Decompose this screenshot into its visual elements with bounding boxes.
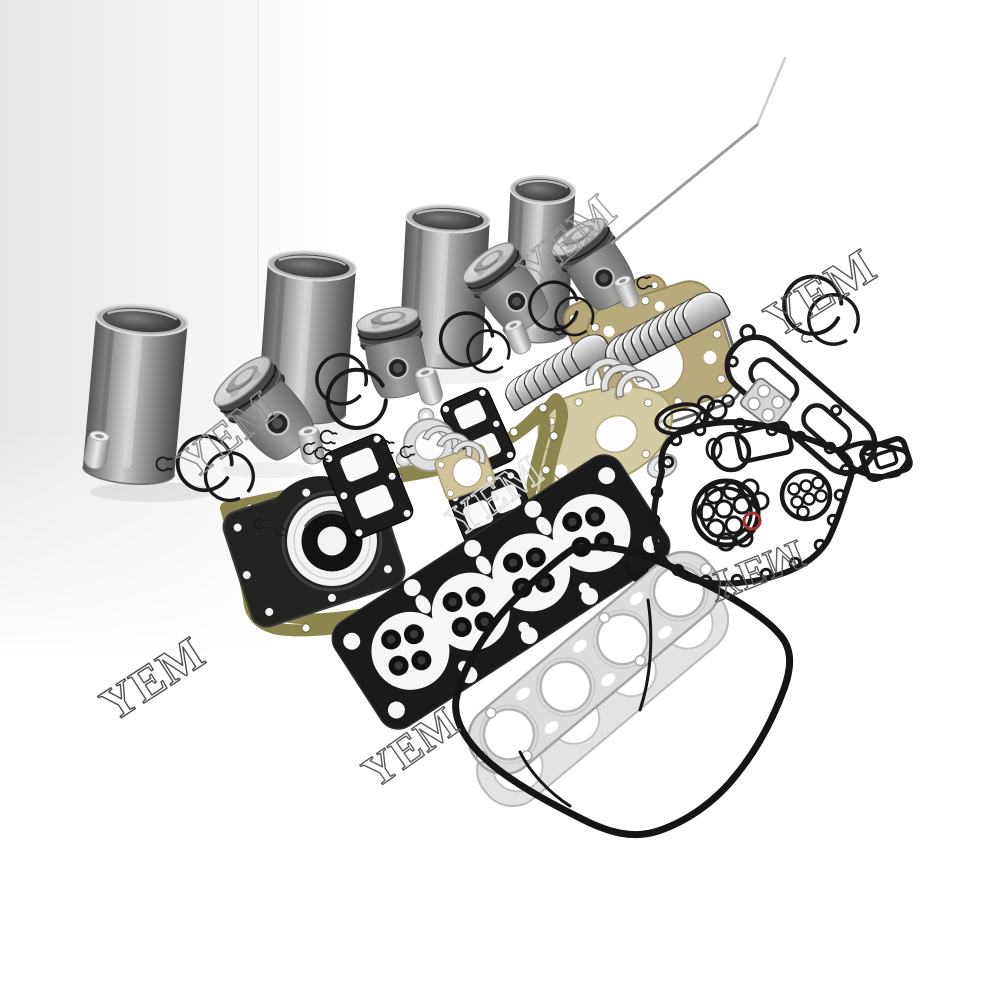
valve-cover-gasket (452, 543, 794, 839)
exhaust-manifold-gasket (467, 550, 730, 808)
oil-cooler-plate-gasket (740, 377, 792, 429)
front-plate-gasket (647, 417, 913, 588)
intake-port-gasket-1 (322, 433, 414, 539)
dipstick-rod (610, 56, 787, 245)
front-gasket-bolt-circle-cluster (696, 478, 770, 552)
oil-cooler-gasket (724, 323, 878, 476)
red-marked-hole (742, 511, 762, 531)
o-rings (654, 394, 735, 461)
front-gasket-bolt-holes (647, 417, 853, 588)
cylinder-head-gasket (331, 454, 671, 730)
